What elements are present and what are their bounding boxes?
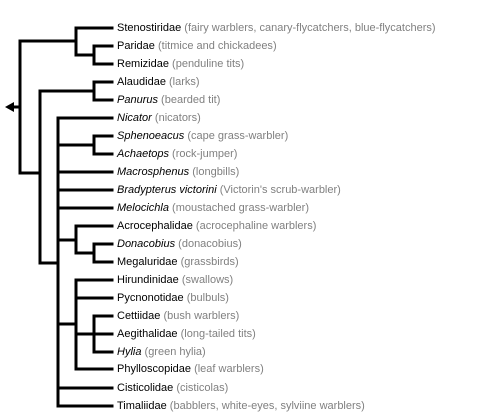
taxon-name: Alaudidae <box>117 76 166 88</box>
leaf-label: Melocichla (moustached grass-warbler) <box>117 200 309 216</box>
leaf-label: Alaudidae (larks) <box>117 74 200 90</box>
common-name: (titmice and chickadees) <box>157 40 277 52</box>
common-name: (green hylia) <box>144 346 206 358</box>
common-name: (bush warblers) <box>163 310 240 322</box>
taxon-name: Hirundinidae <box>117 274 179 286</box>
leaf-label: Cisticolidae (cisticolas) <box>117 380 228 396</box>
common-name: (fairy warblers, canary-flycatchers, blu… <box>184 22 436 34</box>
common-name: (penduline tits) <box>172 58 245 70</box>
leaf-label: Donacobius (donacobius) <box>117 236 242 252</box>
taxon-name: Acrocephalidae <box>117 220 193 232</box>
taxon-name: Phylloscopidae <box>117 363 191 375</box>
taxon-name: Panurus <box>117 94 158 106</box>
leaf-label: Acrocephalidae (acrocephaline warblers) <box>117 218 316 234</box>
common-name: (rock-jumper) <box>172 148 238 160</box>
taxon-name: Achaetops <box>117 148 169 160</box>
common-name: (donacobius) <box>178 238 242 250</box>
common-name: (swallows) <box>181 274 234 286</box>
left-triangle-icon <box>5 102 14 112</box>
common-name: (cape grass-warbler) <box>187 130 289 142</box>
taxon-name: Melocichla <box>117 202 169 214</box>
taxon-name: Pycnonotidae <box>117 292 184 304</box>
leaf-label: Bradypterus victorini (Victorin's scrub-… <box>117 182 341 198</box>
common-name: (bearded tit) <box>161 94 221 106</box>
leaf-label: Phylloscopidae (leaf warblers) <box>117 361 264 377</box>
taxon-name: Aegithalidae <box>117 328 178 340</box>
leaf-label: Paridae (titmice and chickadees) <box>117 38 277 54</box>
taxon-name: Donacobius <box>117 238 176 250</box>
taxon-name: Paridae <box>117 40 155 52</box>
common-name: (nicators) <box>154 112 201 124</box>
leaf-label: Hirundinidae (swallows) <box>117 272 233 288</box>
leaf-label: Macrosphenus (longbills) <box>117 164 239 180</box>
common-name: (babblers, white-eyes, sylviine warblers… <box>169 400 365 412</box>
leaf-label: Timaliidae (babblers, white-eyes, sylvii… <box>117 398 365 414</box>
taxon-name: Cettiidae <box>117 310 161 322</box>
leaf-label: Remizidae (penduline tits) <box>117 56 244 72</box>
leaf-label: Pycnonotidae (bulbuls) <box>117 290 229 306</box>
leaf-label: Cettiidae (bush warblers) <box>117 308 239 324</box>
taxon-name: Nicator <box>117 112 152 124</box>
common-name: (cisticolas) <box>176 382 229 394</box>
taxon-name: Cisticolidae <box>117 382 174 394</box>
common-name: (leaf warblers) <box>194 363 264 375</box>
leaf-label: Megaluridae (grassbirds) <box>117 254 239 270</box>
common-name: (bulbuls) <box>186 292 229 304</box>
common-name: (grassbirds) <box>180 256 239 268</box>
leaf-label: Sphenoeacus (cape grass-warbler) <box>117 128 288 144</box>
common-name: (longbills) <box>192 166 240 178</box>
taxon-name: Stenostiridae <box>117 22 182 34</box>
leaf-label: Achaetops (rock-jumper) <box>117 146 237 162</box>
taxon-name: Timaliidae <box>117 400 167 412</box>
taxon-name: Megaluridae <box>117 256 178 268</box>
taxon-name: Bradypterus victorini <box>117 184 217 196</box>
taxon-name: Macrosphenus <box>117 166 190 178</box>
common-name: (moustached grass-warbler) <box>172 202 309 214</box>
common-name: (Victorin's scrub-warbler) <box>219 184 341 196</box>
leaf-label: Panurus (bearded tit) <box>117 92 220 108</box>
taxon-name: Remizidae <box>117 58 169 70</box>
leaf-label: Stenostiridae (fairy warblers, canary-fl… <box>117 20 436 36</box>
common-name: (larks) <box>169 76 200 88</box>
common-name: (long-tailed tits) <box>180 328 256 340</box>
common-name: (acrocephaline warblers) <box>195 220 317 232</box>
taxon-name: Hylia <box>117 346 142 358</box>
leaf-label: Hylia (green hylia) <box>117 344 206 360</box>
leaf-label: Nicator (nicators) <box>117 110 201 126</box>
taxon-name: Sphenoeacus <box>117 130 185 142</box>
leaf-label: Aegithalidae (long-tailed tits) <box>117 326 256 342</box>
